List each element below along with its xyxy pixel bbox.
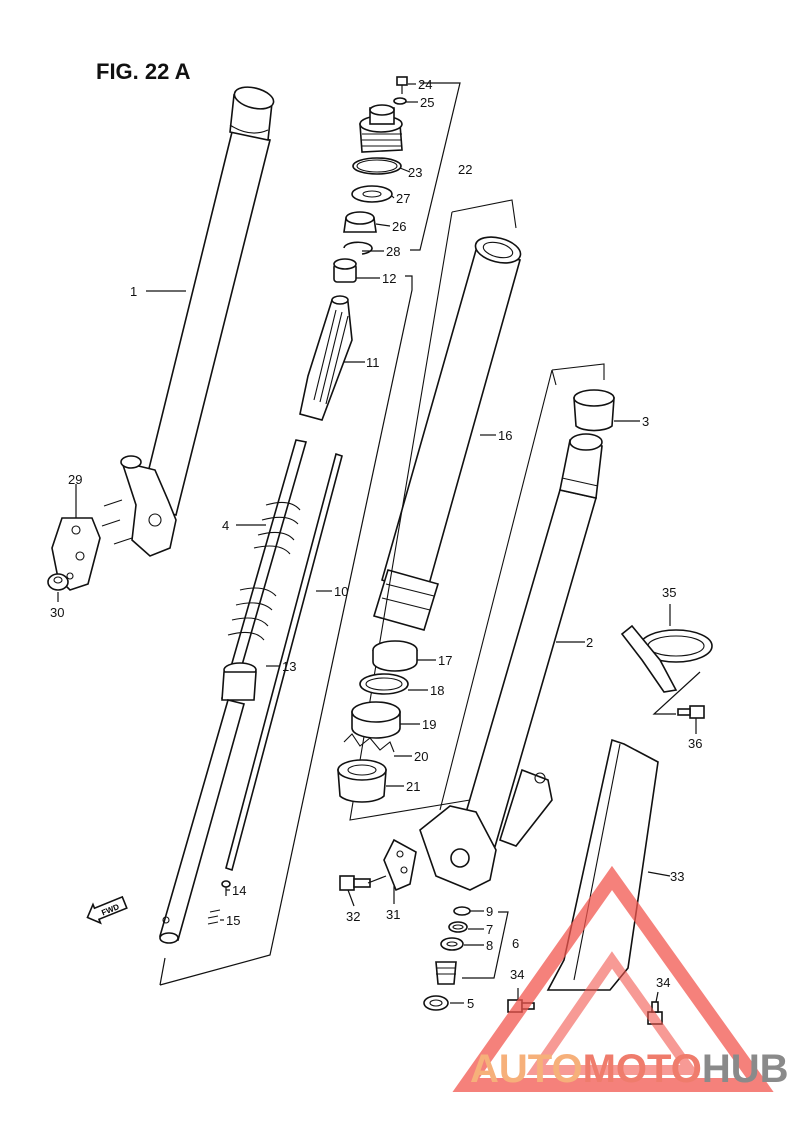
part-9-washer bbox=[453, 906, 471, 916]
part-cartridge-cylinder bbox=[158, 699, 245, 944]
callout-24: 24 bbox=[418, 77, 432, 92]
callout-4: 4 bbox=[222, 518, 229, 533]
part-17-bushing bbox=[372, 640, 418, 672]
part-5-gasket bbox=[423, 995, 449, 1011]
part-20-clip bbox=[343, 733, 395, 753]
callout-13: 13 bbox=[282, 659, 296, 674]
part-18-bushing bbox=[359, 673, 409, 695]
part-31-bracket bbox=[383, 838, 417, 892]
callout-26: 26 bbox=[392, 219, 406, 234]
callout-18: 18 bbox=[430, 683, 444, 698]
callout-30: 30 bbox=[50, 605, 64, 620]
callout-1: 1 bbox=[130, 284, 137, 299]
part-27-washer bbox=[351, 185, 393, 203]
callout-6: 6 bbox=[512, 936, 519, 951]
figure-title: FIG. 22 A bbox=[96, 59, 191, 84]
part-15-spring bbox=[207, 909, 221, 925]
part-22-cap-bolt bbox=[359, 104, 403, 153]
fwd-arrow-icon: FWD bbox=[86, 895, 128, 925]
part-4-damper-rod bbox=[220, 439, 308, 701]
callout-3: 3 bbox=[642, 414, 649, 429]
callout-25: 25 bbox=[420, 95, 434, 110]
callout-2: 2 bbox=[586, 635, 593, 650]
callout-16: 16 bbox=[498, 428, 512, 443]
part-32-bolt bbox=[339, 875, 371, 891]
part-11-piston-rod-guide bbox=[299, 295, 353, 421]
watermark-hub: HUB bbox=[702, 1047, 789, 1091]
part-25-washer bbox=[393, 97, 407, 105]
callout-20: 20 bbox=[414, 749, 428, 764]
callout-15: 15 bbox=[226, 913, 240, 928]
callout-labels: 1 2 3 4 5 6 7 8 9 10 11 12 13 14 15 16 1… bbox=[50, 77, 702, 1011]
callout-17: 17 bbox=[438, 653, 452, 668]
part-21-dust-seal bbox=[337, 759, 387, 803]
callout-14: 14 bbox=[232, 883, 246, 898]
part-3-cap bbox=[573, 389, 615, 432]
callout-7: 7 bbox=[486, 922, 493, 937]
part-16-inner-tube bbox=[372, 236, 522, 631]
part-30-nut bbox=[47, 573, 69, 591]
callout-9: 9 bbox=[486, 904, 493, 919]
callout-11: 11 bbox=[366, 355, 380, 370]
part-8-washer bbox=[440, 937, 464, 951]
part-19-seal-spacer bbox=[351, 701, 401, 739]
leader-lines bbox=[57, 83, 697, 1004]
callout-27: 27 bbox=[396, 191, 410, 206]
part-23-o-ring bbox=[352, 157, 402, 175]
callout-28: 28 bbox=[386, 244, 400, 259]
callout-34-right: 34 bbox=[656, 975, 670, 990]
watermark-text: AUTOMOTOHUB bbox=[470, 1047, 789, 1091]
callout-bracket-2 bbox=[439, 363, 605, 811]
watermark-logo: AUTOMOTOHUB bbox=[452, 865, 789, 1092]
part-6-drain-bolt bbox=[435, 961, 457, 985]
part-26-spacer bbox=[343, 211, 377, 233]
callout-21: 21 bbox=[406, 779, 420, 794]
part-35-clamp bbox=[620, 624, 713, 693]
callout-36: 36 bbox=[688, 736, 702, 751]
part-1-outer-tube bbox=[101, 86, 275, 557]
callout-22: 22 bbox=[458, 162, 472, 177]
callout-bracket-22 bbox=[410, 82, 461, 251]
part-28-ring bbox=[343, 241, 373, 255]
part-24-bolt bbox=[396, 76, 408, 94]
callout-19: 19 bbox=[422, 717, 436, 732]
part-12-collar bbox=[333, 258, 357, 283]
callout-35: 35 bbox=[662, 585, 676, 600]
watermark-auto: AUTO bbox=[470, 1047, 583, 1091]
callout-bracket-10 bbox=[159, 275, 413, 986]
callout-33: 33 bbox=[670, 869, 684, 884]
part-14-valve bbox=[221, 880, 231, 896]
callout-5: 5 bbox=[467, 996, 474, 1011]
callout-34-left: 34 bbox=[510, 967, 524, 982]
callout-32: 32 bbox=[346, 909, 360, 924]
callout-bracket-6 bbox=[462, 911, 509, 979]
callout-31: 31 bbox=[386, 907, 400, 922]
part-36-bolt bbox=[677, 705, 705, 719]
callout-bracket-16 bbox=[349, 199, 517, 821]
callout-8: 8 bbox=[486, 938, 493, 953]
part-13-rod bbox=[225, 452, 343, 872]
callout-bracket-35 bbox=[652, 671, 701, 715]
callout-29: 29 bbox=[68, 472, 82, 487]
part-2-outer-tube bbox=[419, 433, 603, 891]
callout-23: 23 bbox=[408, 165, 422, 180]
watermark-moto: MOTO bbox=[583, 1047, 702, 1091]
callout-10: 10 bbox=[334, 584, 348, 599]
callout-12: 12 bbox=[382, 271, 396, 286]
part-7-o-ring bbox=[448, 921, 468, 933]
